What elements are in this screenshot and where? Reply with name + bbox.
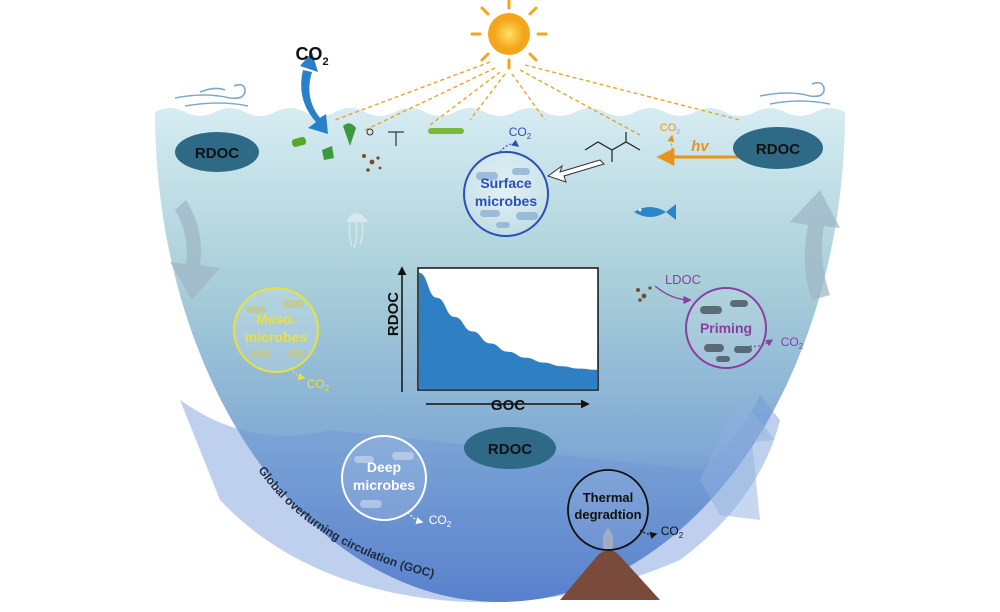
svg-text:Deep: Deep <box>367 459 401 475</box>
molecule-icon <box>584 132 641 162</box>
chart-y-label: RDOC <box>385 292 402 336</box>
svg-text:degradtion: degradtion <box>574 507 641 522</box>
sun-icon <box>470 0 548 70</box>
jellyfish-icon <box>346 213 368 249</box>
surface-co2-label: CO2 <box>509 125 532 141</box>
deep-co2-label: CO2 <box>429 513 452 529</box>
ldoc-label: LDOC <box>665 272 701 287</box>
svg-text:Priming: Priming <box>700 320 752 336</box>
deep-microbes: Deep microbes CO2 <box>341 435 452 529</box>
svg-text:Thermal: Thermal <box>583 490 634 505</box>
svg-text:microbes: microbes <box>245 329 307 345</box>
photolysis-arrow: hv CO2 <box>656 122 745 166</box>
rdoc-left: RDOC <box>175 132 259 172</box>
meso-microbes: Meso. microbes CO2 <box>233 287 330 393</box>
chart-x-label: GOC <box>491 397 525 414</box>
hv-co2-label: CO2 <box>660 122 681 136</box>
priming-microbes: Priming CO2 LDOC <box>636 272 804 369</box>
svg-text:microbes: microbes <box>475 193 537 209</box>
surface-microbes: Surface microbes CO2 <box>463 125 549 237</box>
thermal-degradation: Thermal degradtion CO2 <box>560 469 684 600</box>
svg-text:microbes: microbes <box>353 477 415 493</box>
svg-text:RDOC: RDOC <box>195 145 239 162</box>
phytoplankton-group <box>291 123 464 172</box>
svg-text:RDOC: RDOC <box>488 441 532 458</box>
hv-label: hv <box>691 138 710 155</box>
fish-icon <box>634 204 676 220</box>
transfer-arrow <box>546 159 605 183</box>
wind-icon-left <box>174 83 249 107</box>
rdoc-center: RDOC <box>464 427 556 469</box>
particles-icon <box>636 286 652 302</box>
rdoc-right: RDOC <box>733 127 823 169</box>
goc-band <box>180 395 780 603</box>
svg-text:Surface: Surface <box>480 175 532 191</box>
svg-text:Meso.: Meso. <box>256 311 296 327</box>
co2-up-arrowhead <box>300 52 318 72</box>
meso-co2-label: CO2 <box>307 377 330 393</box>
goc-arrow-right <box>700 395 775 520</box>
chart-area-series <box>419 272 597 389</box>
rdoc-goc-chart: RDOC GOC <box>385 266 599 414</box>
sun-rays <box>334 61 741 136</box>
co2-exchange-arrow <box>301 70 328 134</box>
right-circulation-arrow <box>790 190 840 300</box>
wind-icon-right <box>759 81 831 105</box>
svg-text:RDOC: RDOC <box>756 141 800 158</box>
priming-co2-label: CO2 <box>781 335 804 351</box>
thermal-co2-label: CO2 <box>661 524 684 540</box>
co2-atmosphere-label: CO2 <box>295 44 328 68</box>
left-circulation-arrow <box>170 200 220 300</box>
volcano-icon <box>560 550 660 600</box>
